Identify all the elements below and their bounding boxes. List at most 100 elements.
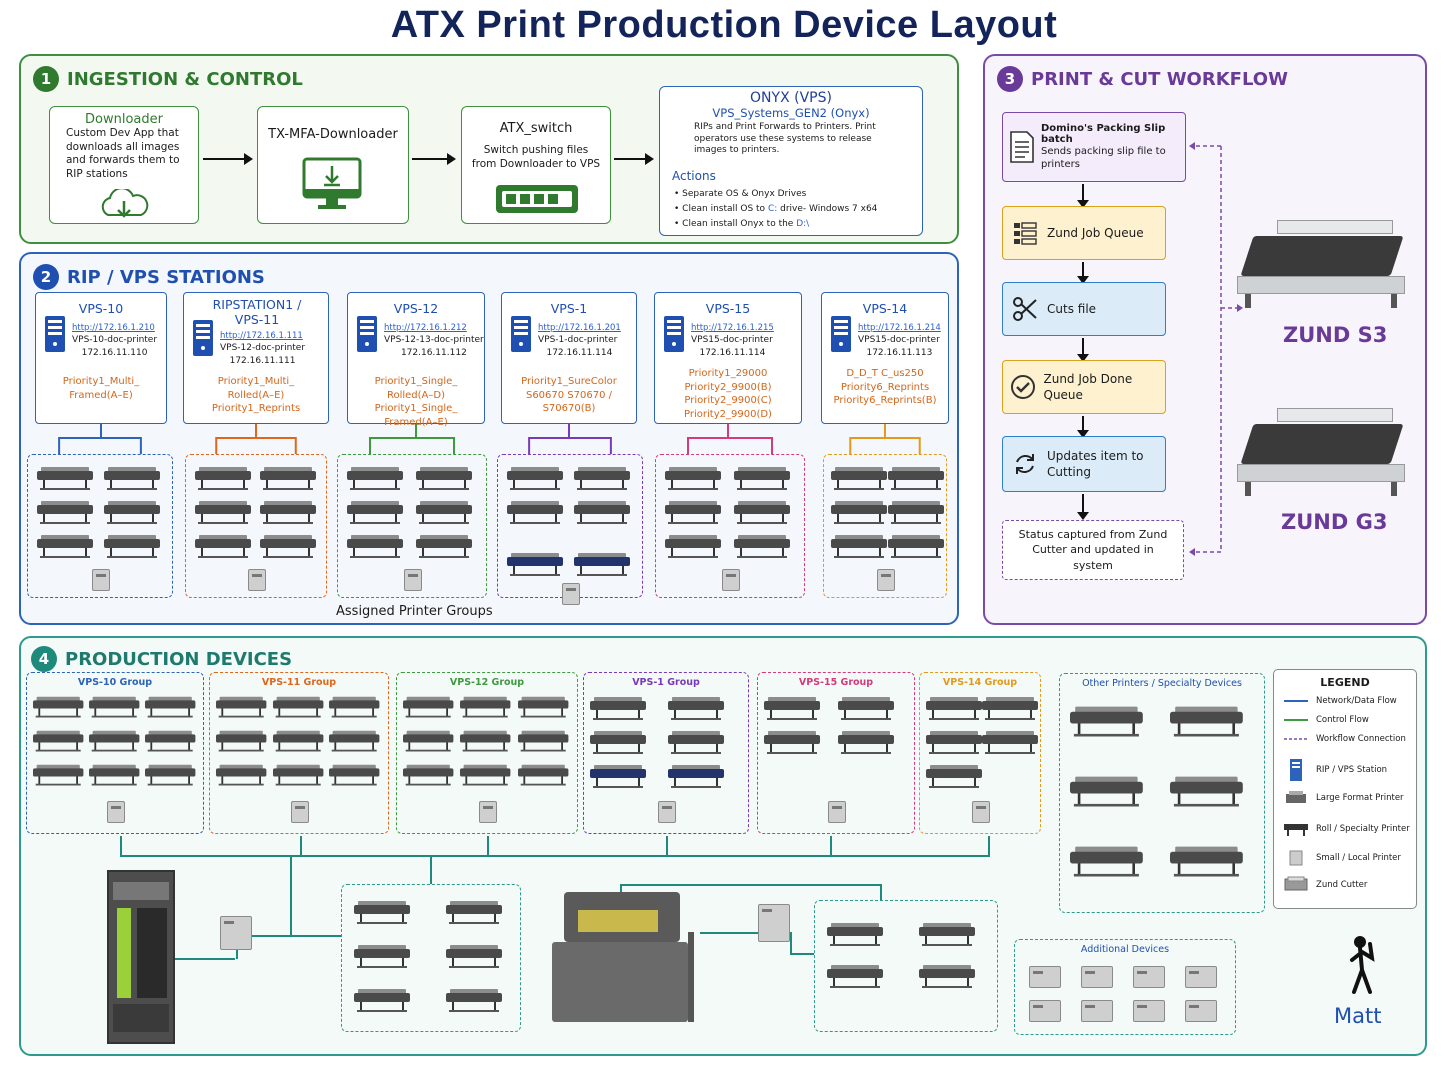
large-format-printer[interactable] (403, 695, 454, 718)
small-local-printer[interactable] (248, 569, 266, 591)
large-format-printer[interactable] (347, 465, 403, 491)
large-format-printer[interactable] (1070, 844, 1143, 878)
large-format-printer[interactable] (194, 465, 251, 491)
large-format-printer[interactable] (919, 921, 975, 947)
large-format-printer[interactable] (1170, 704, 1243, 738)
vps-station-url[interactable]: http://172.16.1.201 (538, 323, 621, 333)
large-format-printer[interactable] (416, 533, 472, 559)
large-format-printer[interactable] (272, 763, 324, 786)
large-format-printer[interactable] (145, 729, 196, 752)
large-format-printer[interactable] (831, 499, 888, 525)
large-format-printer[interactable] (194, 533, 251, 559)
large-format-printer[interactable] (506, 465, 563, 491)
large-format-printer[interactable] (590, 695, 646, 721)
large-format-printer[interactable] (506, 499, 563, 525)
large-format-printer[interactable] (734, 465, 790, 491)
vps-station[interactable]: VPS-10 http://172.16.1.210 VPS-10-doc-pr… (35, 292, 167, 424)
large-format-printer[interactable] (354, 899, 410, 925)
large-format-printer[interactable] (668, 695, 724, 721)
desktop-printer[interactable] (1185, 966, 1217, 988)
large-format-printer[interactable] (272, 729, 324, 752)
large-format-printer[interactable] (573, 499, 630, 525)
tx-downloader-box[interactable]: TX-MFA-Downloader (257, 106, 409, 224)
packing-slip-box[interactable]: Domino's Packing Slip batch Sends packin… (1002, 112, 1186, 182)
zund-job-queue-box[interactable]: Zund Job Queue (1002, 206, 1166, 260)
large-format-printer[interactable] (194, 499, 251, 525)
large-format-printer[interactable] (888, 499, 945, 525)
large-format-printer[interactable] (919, 963, 975, 989)
cuts-file-box[interactable]: Cuts file (1002, 282, 1166, 336)
large-format-printer[interactable] (668, 729, 724, 755)
status-captured-box[interactable]: Status captured from Zund Cutter and upd… (1002, 520, 1184, 580)
large-format-printer[interactable] (36, 499, 93, 525)
large-format-printer[interactable] (982, 695, 1038, 721)
large-format-printer[interactable] (89, 763, 140, 786)
large-format-printer[interactable] (573, 551, 630, 577)
large-format-printer[interactable] (460, 695, 511, 718)
large-format-printer[interactable] (668, 763, 724, 789)
large-format-printer[interactable] (460, 763, 511, 786)
desktop-printer[interactable] (1081, 1000, 1113, 1022)
large-format-printer[interactable] (734, 499, 790, 525)
large-format-printer[interactable] (354, 943, 410, 969)
large-format-printer[interactable] (831, 465, 888, 491)
large-format-printer[interactable] (33, 763, 84, 786)
large-format-printer[interactable] (103, 533, 160, 559)
small-local-printer[interactable] (404, 569, 422, 591)
large-format-printer[interactable] (573, 465, 630, 491)
zund-g3-cutter[interactable] (1237, 394, 1417, 504)
small-local-printer[interactable] (220, 916, 252, 950)
large-format-printer[interactable] (446, 987, 502, 1013)
large-format-printer[interactable] (888, 465, 945, 491)
large-format-printer[interactable] (33, 695, 84, 718)
vps-station[interactable]: VPS-15 http://172.16.1.215 VPS15-doc-pri… (654, 292, 802, 424)
large-format-printer[interactable] (33, 729, 84, 752)
large-format-printer[interactable] (36, 533, 93, 559)
vps-station[interactable]: VPS-14 http://172.16.1.214 VPS15-doc-pri… (821, 292, 949, 424)
small-local-printer[interactable] (291, 801, 309, 823)
large-format-printer[interactable] (764, 695, 820, 721)
vertical-press-device[interactable] (107, 870, 175, 1044)
small-local-printer[interactable] (658, 801, 676, 823)
large-format-printer[interactable] (216, 695, 267, 718)
large-format-printer[interactable] (665, 499, 721, 525)
large-format-printer[interactable] (216, 763, 267, 786)
desktop-printer[interactable] (1185, 1000, 1217, 1022)
large-format-printer[interactable] (665, 465, 721, 491)
updates-item-box[interactable]: Updates item to Cutting (1002, 436, 1166, 492)
large-format-printer[interactable] (272, 695, 324, 718)
large-format-printer[interactable] (145, 695, 196, 718)
large-format-printer[interactable] (926, 695, 982, 721)
large-format-printer[interactable] (89, 695, 140, 718)
large-format-printer[interactable] (517, 695, 569, 718)
large-format-printer[interactable] (89, 729, 140, 752)
large-format-printer[interactable] (1070, 704, 1143, 738)
vps-station[interactable]: RIPSTATION1 / VPS-11 http://172.16.1.111… (183, 292, 329, 424)
large-format-printer[interactable] (827, 921, 883, 947)
large-format-printer[interactable] (216, 729, 267, 752)
large-format-printer[interactable] (446, 899, 502, 925)
large-format-printer[interactable] (446, 943, 502, 969)
small-local-printer[interactable] (92, 569, 110, 591)
large-format-printer[interactable] (926, 763, 982, 789)
large-format-printer[interactable] (838, 695, 894, 721)
vps-station-url[interactable]: http://172.16.1.215 (691, 323, 774, 333)
large-format-printer[interactable] (838, 729, 894, 755)
atx-switch-box[interactable]: ATX_switch Switch pushing files from Dow… (461, 106, 611, 224)
vps-station-url[interactable]: http://172.16.1.111 (220, 331, 303, 341)
large-format-printer[interactable] (403, 729, 454, 752)
large-format-printer[interactable] (1170, 774, 1243, 808)
desktop-printer[interactable] (1133, 966, 1165, 988)
large-format-printer[interactable] (506, 551, 563, 577)
zund-s3-cutter[interactable] (1237, 206, 1417, 316)
small-local-printer[interactable] (107, 801, 125, 823)
small-local-printer[interactable] (972, 801, 990, 823)
large-format-printer[interactable] (36, 465, 93, 491)
desktop-printer[interactable] (1029, 1000, 1061, 1022)
large-format-printer[interactable] (259, 533, 316, 559)
large-format-printer[interactable] (926, 729, 982, 755)
large-format-printer[interactable] (329, 763, 380, 786)
small-local-printer[interactable] (722, 569, 740, 591)
large-format-printer[interactable] (403, 763, 454, 786)
vps-station-url[interactable]: http://172.16.1.214 (858, 323, 941, 333)
